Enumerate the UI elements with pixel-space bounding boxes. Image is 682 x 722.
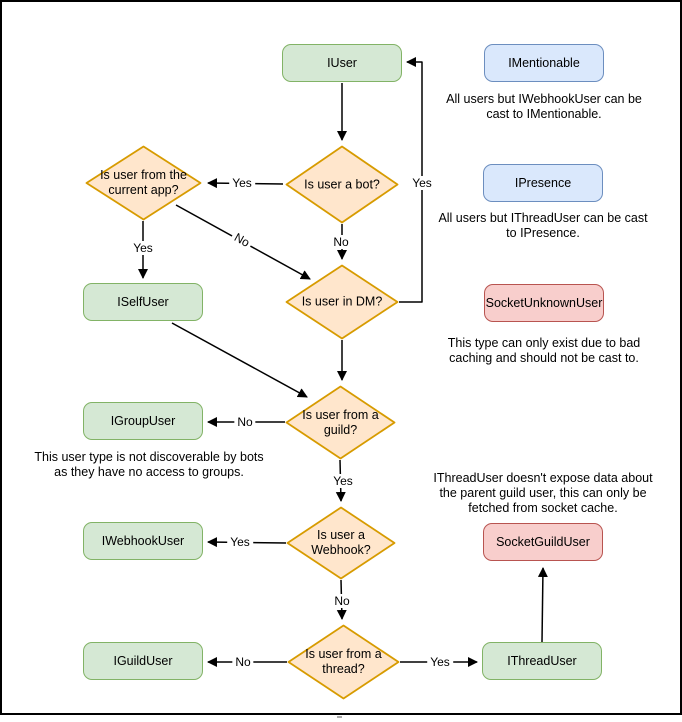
decision-in-dm: Is user in DM? xyxy=(285,264,399,340)
note-imentionable: All users but IWebhookUser can be cast t… xyxy=(446,92,642,121)
decision-from-thread: Is user from a thread? xyxy=(287,624,400,700)
decision-current-app: Is user from the current app? xyxy=(85,145,202,221)
node-ithreaduser: IThreadUser xyxy=(482,642,602,680)
node-iguilduser: IGuildUser xyxy=(83,642,203,680)
diamond-shape xyxy=(85,145,202,221)
decision-current-app-label: Is user from the current app? xyxy=(100,168,187,197)
node-igroupuser: IGroupUser xyxy=(83,402,203,440)
decision-from-thread-label: Is user from a thread? xyxy=(305,647,382,676)
diamond-shape xyxy=(285,145,399,224)
node-iwebhookuser-label: IWebhookUser xyxy=(101,534,185,548)
node-ithreaduser-label: IThreadUser xyxy=(507,654,577,668)
node-iwebhookuser: IWebhookUser xyxy=(83,522,203,560)
decision-from-guild: Is user from a guild? xyxy=(285,385,396,460)
decision-is-webhook-label: Is user a Webhook? xyxy=(311,528,371,557)
node-iselfuser-label: ISelfUser xyxy=(117,295,169,309)
node-iselfuser: ISelfUser xyxy=(83,283,203,321)
diamond-shape xyxy=(286,506,396,580)
node-iguilduser-label: IGuildUser xyxy=(113,654,173,668)
edge-label-thread-to-ithread-yes: Yes xyxy=(427,655,453,669)
node-ipresence: IPresence xyxy=(483,164,603,202)
edge-label-dm-to-iuser-yes: Yes xyxy=(409,176,435,190)
note-socketunknownuser: This type can only exist due to bad cach… xyxy=(447,336,641,365)
node-socketguilduser: SocketGuildUser xyxy=(483,523,603,561)
diamond-shape xyxy=(285,385,396,460)
node-imentionable: IMentionable xyxy=(484,44,604,82)
node-iuser-label: IUser xyxy=(327,56,357,70)
note-ipresence: All users but IThreadUser can be cast to… xyxy=(438,211,648,240)
decision-is-user-a-bot: Is user a bot? xyxy=(285,145,399,224)
edge-label-webhook-to-thread-no: No xyxy=(331,594,353,608)
node-socketunknownuser: SocketUnknownUser xyxy=(484,284,604,322)
note-ithreaduser: IThreadUser doesn't expose data about th… xyxy=(433,471,653,515)
edge-label-guild-to-webhook-yes: Yes xyxy=(330,474,356,488)
decision-from-guild-label: Is user from a guild? xyxy=(302,407,379,437)
note-igroupuser: This user type is not discoverable by bo… xyxy=(34,450,264,479)
decision-is-webhook: Is user a Webhook? xyxy=(286,506,396,580)
decision-in-dm-label: Is user in DM? xyxy=(301,294,383,309)
diamond-shape xyxy=(287,624,400,700)
node-igroupuser-label: IGroupUser xyxy=(110,414,176,428)
node-imentionable-label: IMentionable xyxy=(508,56,580,70)
clipped-caption-mark xyxy=(337,716,342,718)
edge-label-bot-to-app-yes: Yes xyxy=(229,176,255,190)
edge-label-app-to-selfuser-yes: Yes xyxy=(130,241,156,255)
edge-label-bot-to-dm-no: No xyxy=(330,235,352,249)
edge-label-app-to-dm-no: No xyxy=(229,228,255,252)
node-socketunknownuser-label: SocketUnknownUser xyxy=(485,296,603,310)
node-ipresence-label: IPresence xyxy=(514,176,572,190)
node-iuser: IUser xyxy=(282,44,402,82)
diamond-shape xyxy=(285,264,399,340)
node-socketguilduser-label: SocketGuildUser xyxy=(496,535,590,549)
edge-label-thread-to-iguild-no: No xyxy=(232,655,254,669)
edge-ithread-to-socketguild xyxy=(537,567,548,643)
decision-is-user-a-bot-label: Is user a bot? xyxy=(304,177,380,191)
edge-label-webhook-to-iwebhook-yes: Yes xyxy=(227,535,253,549)
edge-label-guild-to-group-no: No xyxy=(234,415,256,429)
